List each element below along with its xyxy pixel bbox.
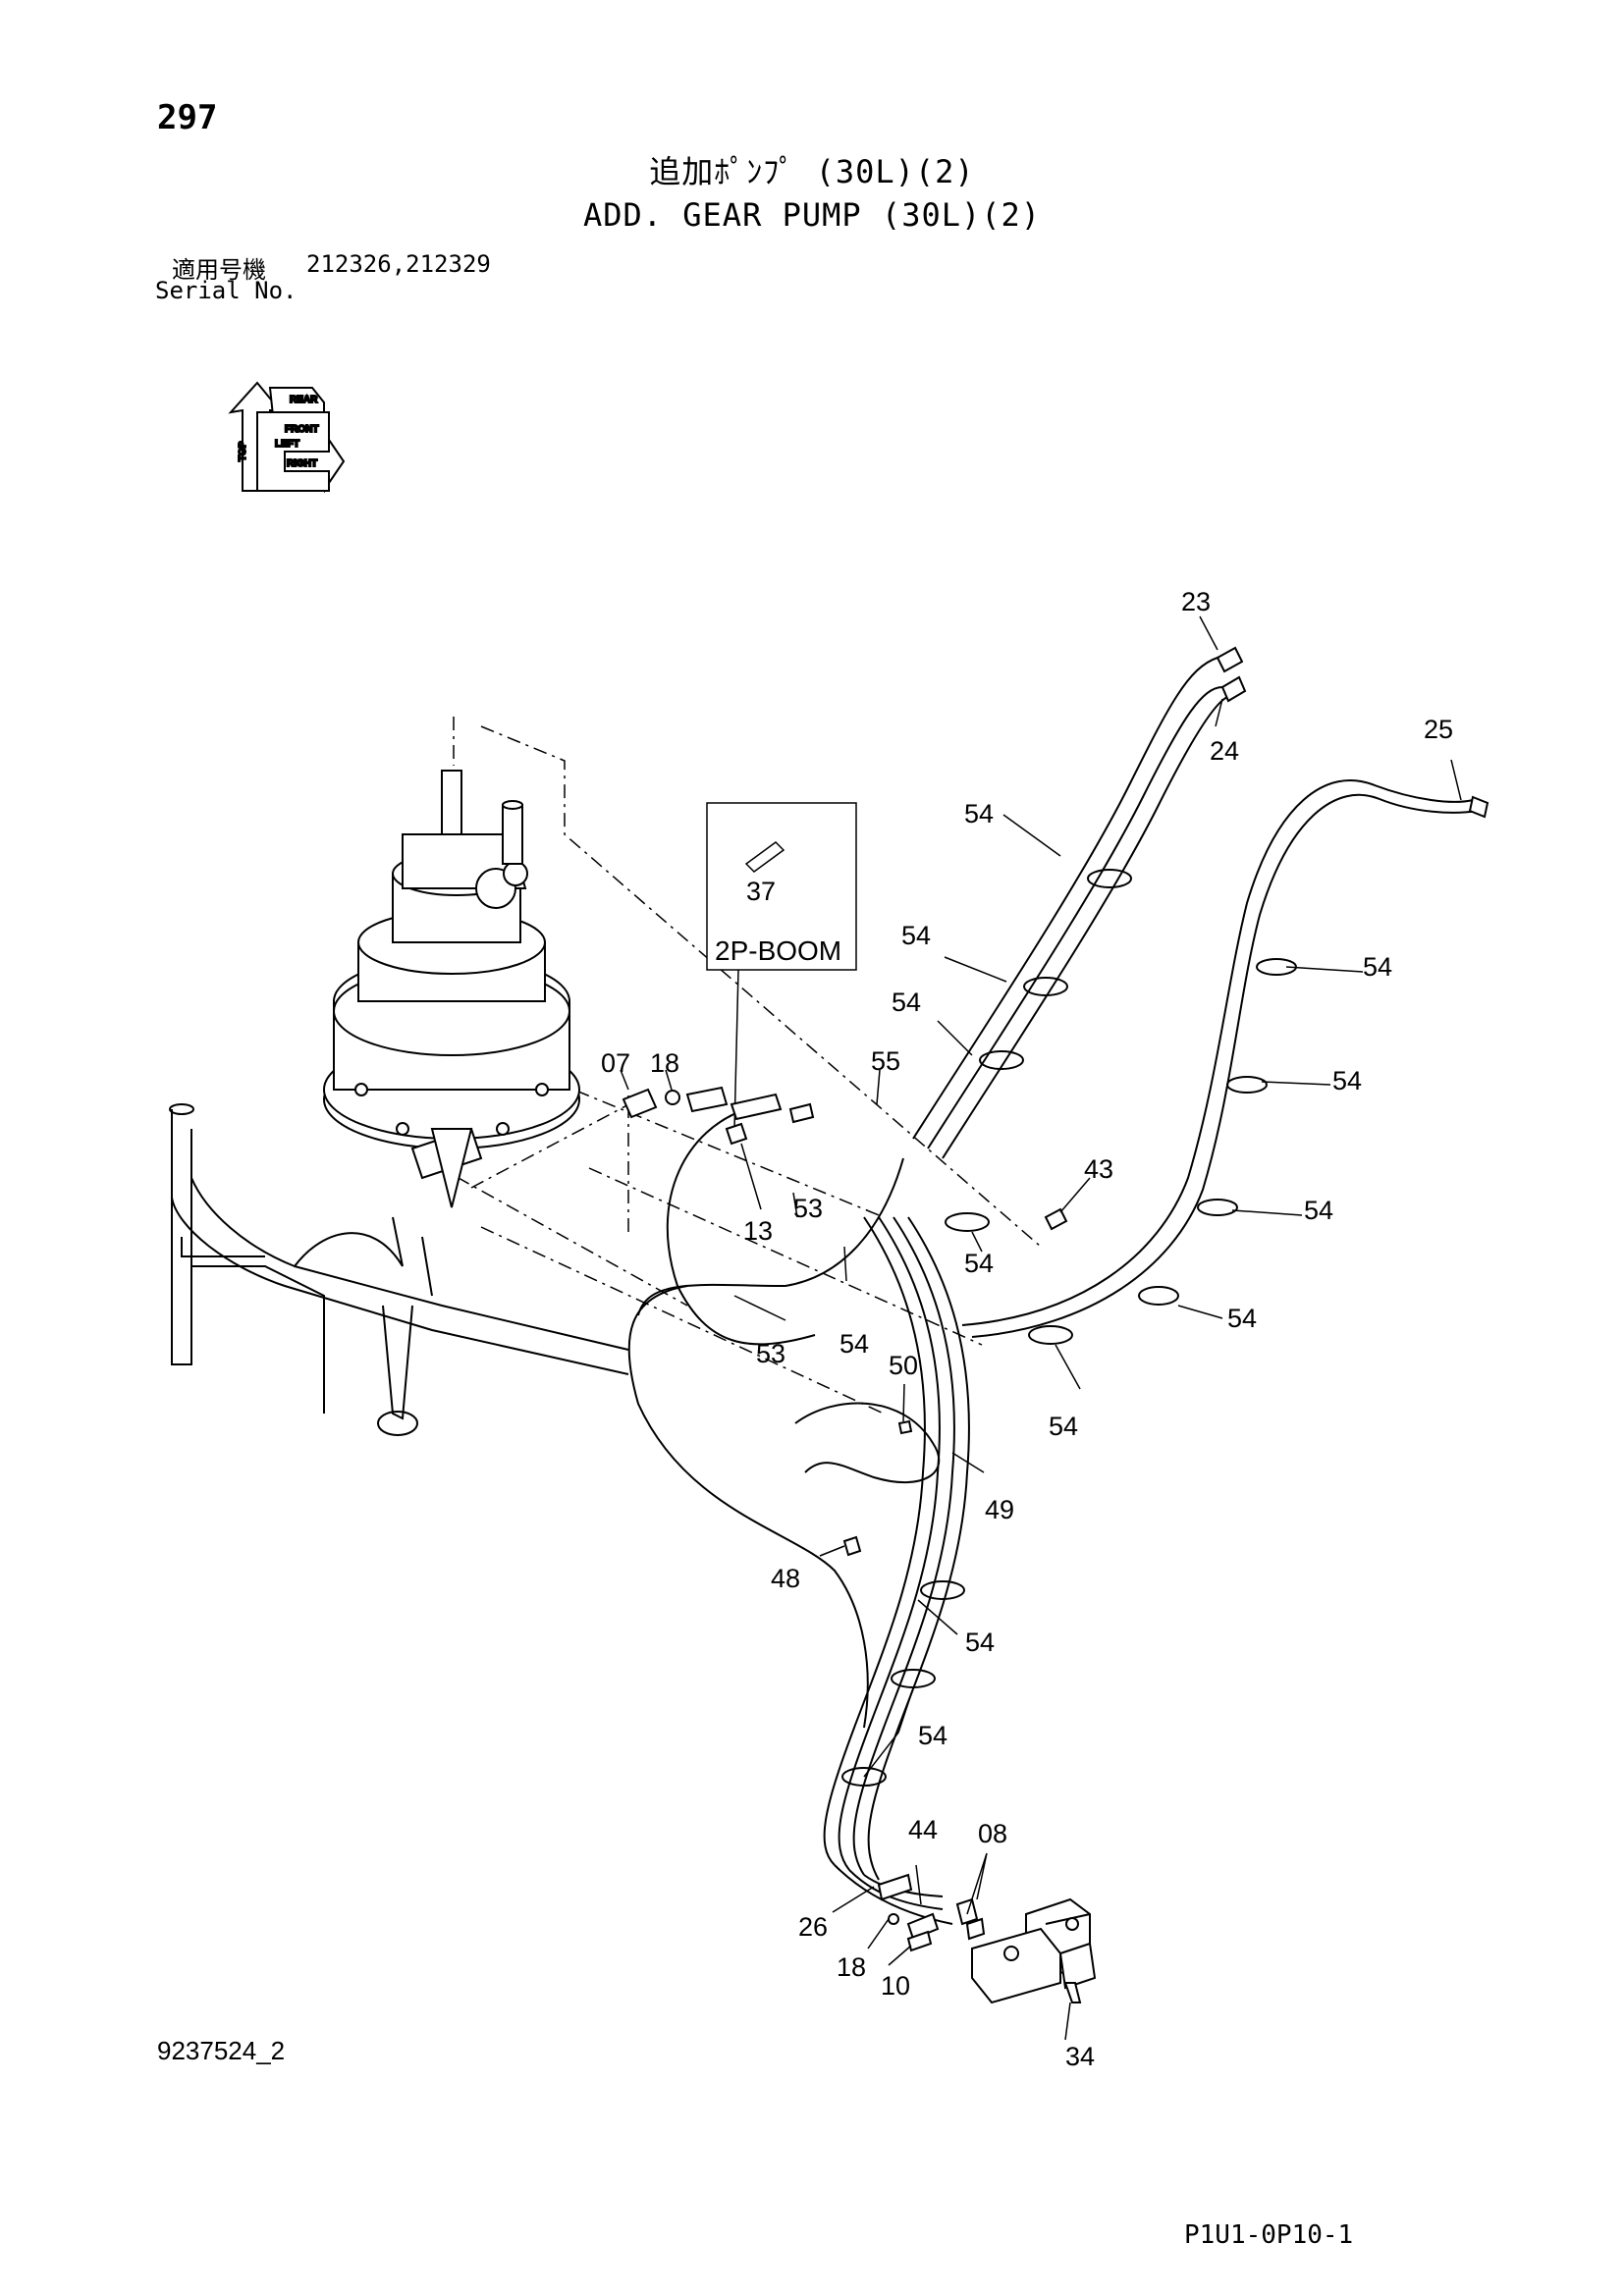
callout-24: 24 [1210,736,1239,766]
dir-label-right: RIGHT [287,458,317,469]
leader-lines [620,615,1462,2041]
serial-numbers: 212326,212329 [306,250,491,278]
callout-49: 49 [985,1495,1014,1524]
callout-54-a: 54 [964,799,994,828]
page-code: P1U1-0P10-1 [1184,2220,1354,2250]
callout-48: 48 [771,1564,800,1593]
serial-label-english: Serial No. [155,277,298,304]
dir-label-left: LEFT [275,439,299,450]
callout-07: 07 [601,1048,630,1078]
callout-18-a: 18 [650,1048,679,1078]
orientation-indicator: TOP REAR FRONT LEFT RIGHT [228,381,346,494]
valve-block [877,1873,1097,2004]
hose-routing [627,657,1479,1925]
callout-44: 44 [908,1815,938,1844]
callout-53-a: 53 [793,1194,823,1223]
dir-label-rear: REAR [290,395,318,405]
callout-13: 13 [743,1216,773,1246]
callout-54-l: 54 [918,1721,947,1750]
swing-motor-assembly [323,770,580,1208]
callout-23: 23 [1181,587,1211,616]
callout-18-b: 18 [837,1952,866,1982]
callout-54-c: 54 [1363,952,1392,982]
page-number: 297 [157,98,218,137]
inset-label: 2P-BOOM [715,935,841,966]
callout-54-d: 54 [892,988,921,1017]
callout-26: 26 [798,1912,828,1942]
callout-54-k: 54 [965,1628,995,1657]
drawing-number: 9237524_2 [157,2036,286,2065]
hose-clamps [841,869,1297,1787]
inset-box-2p-boom: 2P-BOOM [706,802,857,1130]
callout-08: 08 [978,1819,1007,1848]
callout-55: 55 [871,1046,900,1076]
callout-54-b: 54 [901,921,931,950]
assembly-guide-lines [431,717,1042,1415]
fittings [622,646,1489,1557]
callout-34: 34 [1065,2042,1095,2071]
dir-label-top: TOP [238,441,248,461]
callout-37: 37 [746,877,776,906]
title-english: ADD. GEAR PUMP (30L)(2) [582,196,1042,234]
callout-50: 50 [889,1351,918,1380]
frame-piping [169,1103,629,1436]
dir-label-front: FRONT [285,424,318,435]
callout-54-h: 54 [1227,1304,1257,1333]
callout-54-f: 54 [1304,1196,1333,1225]
callout-53-b: 53 [756,1339,785,1368]
callout-25: 25 [1424,715,1453,744]
callout-54-e: 54 [1332,1066,1362,1095]
callout-54-i: 54 [839,1329,869,1359]
serial-label-japanese: 適用号機 [172,256,266,284]
title-japanese: 追加ﾎﾟﾝﾌﾟ (30L)(2) [649,153,975,190]
callout-10: 10 [881,1971,910,2001]
callout-43: 43 [1084,1154,1113,1184]
callout-54-j: 54 [1049,1412,1078,1441]
callout-54-g: 54 [964,1249,994,1278]
